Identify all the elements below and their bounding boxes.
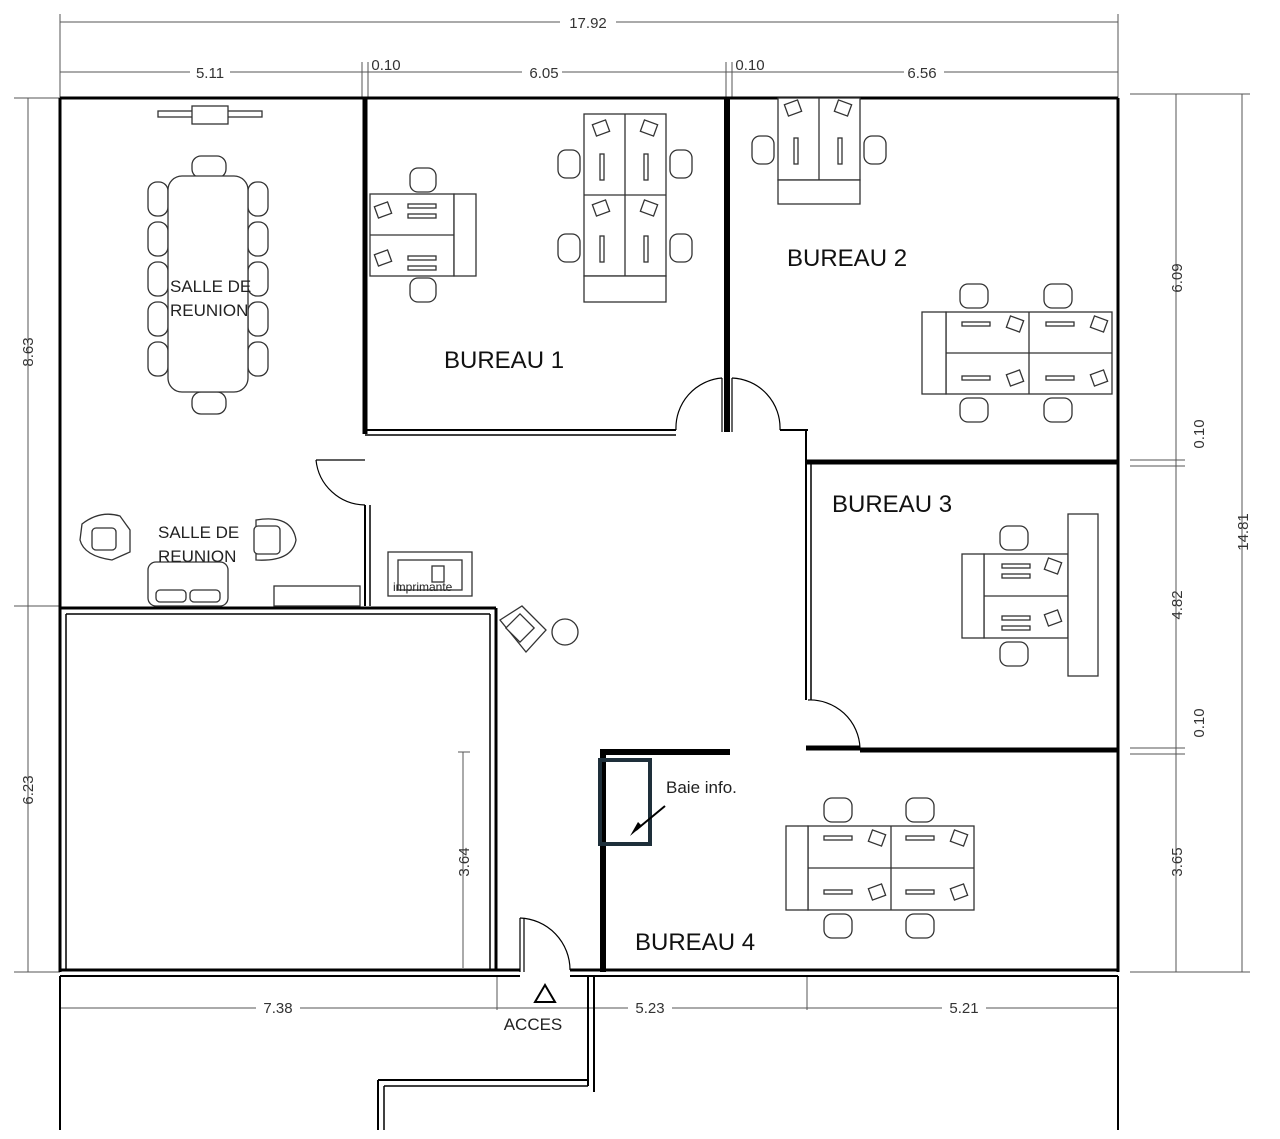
corridor-chair — [499, 605, 579, 653]
dim-bottom-1: 7.38 — [263, 1000, 292, 1017]
server-rack-label: Baie info. — [666, 778, 737, 797]
bureau-3-desks — [961, 513, 1099, 677]
meeting-room-1-label-line2: REUNION — [170, 301, 248, 320]
printer — [387, 551, 473, 597]
bureau-1-desks — [369, 113, 693, 303]
bureau-1-label: BUREAU 1 — [444, 347, 564, 374]
bureau-2-label: BUREAU 2 — [787, 245, 907, 272]
dim-top-2: 0.10 — [371, 57, 400, 74]
dim-left-1: 8.63 — [20, 337, 37, 366]
dim-left-2: 6.23 — [20, 775, 37, 804]
dim-right-total: 14.81 — [1235, 513, 1252, 551]
access-label: ACCES — [504, 1015, 563, 1034]
bureau-4-label: BUREAU 4 — [635, 929, 755, 956]
dim-right-1: 6.09 — [1169, 263, 1186, 292]
walls — [58, 96, 1120, 1130]
dim-bottom-3: 5.21 — [949, 1000, 978, 1017]
bureau-2-desks — [751, 97, 1113, 423]
printer-label: imprimante — [393, 580, 453, 594]
access-marker: ACCES — [504, 983, 563, 1034]
dim-inner: 3.64 — [456, 847, 473, 876]
meeting-room-1-label-line1: SALLE DE — [170, 277, 251, 296]
dim-right-2: 0.10 — [1191, 419, 1208, 448]
dim-top-total: 17.92 — [569, 15, 607, 32]
dim-bottom-2: 5.23 — [635, 1000, 664, 1017]
lounge-furniture — [79, 513, 361, 607]
dim-top-5: 6.56 — [907, 65, 936, 82]
dimension-lines — [14, 14, 1250, 1010]
meeting-table — [147, 105, 269, 415]
bureau-4-desks — [785, 797, 975, 939]
dim-right-3: 4.82 — [1169, 590, 1186, 619]
dim-top-1: 5.11 — [196, 65, 224, 82]
meeting-room-2-label-line1: SALLE DE — [158, 523, 239, 542]
server-rack: Baie info. — [598, 758, 737, 846]
bureau-3-label: BUREAU 3 — [832, 491, 952, 518]
dimension-texts: 17.92 5.11 0.10 6.05 0.10 6.56 8.63 6.23… — [20, 14, 1252, 1017]
dim-right-5: 3.65 — [1169, 847, 1186, 876]
doors — [315, 377, 861, 972]
dim-top-4: 0.10 — [735, 57, 764, 74]
meeting-room-2-label-line2: REUNION — [158, 547, 236, 566]
dim-top-3: 6.05 — [529, 65, 558, 82]
dim-right-4: 0.10 — [1191, 708, 1208, 737]
